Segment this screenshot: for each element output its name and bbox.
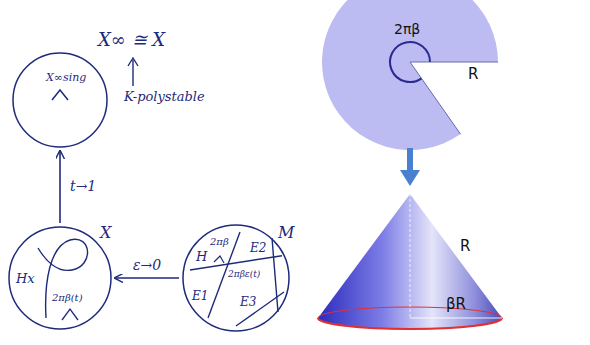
- pointer-head: [128, 58, 138, 66]
- sector-radius: [410, 62, 461, 134]
- circle-outline: [183, 225, 289, 331]
- limit-arrow: [59, 151, 61, 223]
- base-radius: [410, 318, 502, 319]
- sector-radius: [410, 62, 498, 63]
- variety-heading: X∞ ≅ X: [98, 30, 165, 50]
- resolution-circle: MH2πβE22πβε(t)E1E3: [182, 224, 290, 332]
- angle-label: 2πβ: [394, 22, 420, 37]
- singular-set-label: X∞sing: [46, 72, 86, 84]
- cone-base-front: [318, 318, 502, 329]
- circle-outline: [13, 53, 107, 147]
- variety-circle: X Hx 2πβ(t): [8, 226, 112, 330]
- divisor-curve: [38, 239, 88, 318]
- cone: [318, 194, 502, 329]
- singularity-mark: [52, 90, 68, 100]
- circle-outline: [12, 52, 108, 148]
- flat-sector: [322, 0, 498, 150]
- cone-angle-label: 2πβ(t): [52, 292, 83, 303]
- down-arrow-head: [400, 170, 420, 186]
- angle-arc: [390, 42, 430, 82]
- divisor-e2: [272, 238, 278, 312]
- variety-circle: X∞ ≅ XX∞sing: [12, 52, 108, 148]
- cone-angle-label: 2πβ: [210, 236, 229, 247]
- divisor-label: E3: [240, 296, 256, 309]
- variety-heading: M: [278, 224, 294, 242]
- cone-angle-wedge: [214, 256, 224, 263]
- variety-heading: X: [100, 224, 111, 242]
- slant-label: R: [460, 238, 470, 255]
- limit-arrow: [115, 277, 179, 279]
- radius-label: R: [468, 66, 478, 83]
- stability-note: K-polystable: [124, 90, 205, 104]
- pointer-arrow: [132, 60, 133, 86]
- divisor-e3: [236, 292, 284, 326]
- cone-angle-wedge: [62, 309, 78, 320]
- limit-label: t→1: [68, 179, 98, 194]
- cone-angle-label: 2πβε(t): [228, 270, 260, 280]
- divisor-label: E2: [250, 242, 266, 255]
- circle-outline: [9, 227, 111, 329]
- divisor-label: E1: [192, 290, 208, 303]
- limit-label: ε→0: [131, 258, 163, 273]
- divisor-label: H: [196, 250, 207, 264]
- cone-height: [410, 194, 411, 318]
- base-radius-label: βR: [446, 296, 466, 313]
- divisor-label: Hx: [16, 272, 35, 286]
- down-arrow: [407, 148, 413, 172]
